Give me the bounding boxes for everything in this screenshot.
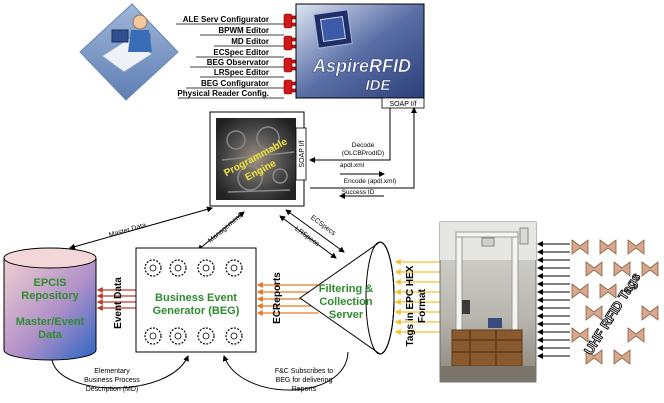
- label-master-data: Master Data: [108, 222, 147, 239]
- business-event-generator: Business Event Generator (BEG): [135, 247, 257, 353]
- epcis-line2: Repository: [21, 290, 79, 302]
- filtering-collection-server: Filtering & Collection Server: [299, 241, 395, 355]
- ide-soap-label: SOAP I/f: [389, 101, 416, 108]
- epcis-line4: Data: [38, 329, 63, 341]
- engine-downstream-flows: [69, 206, 345, 259]
- beg-line2: Generator (BEG): [153, 305, 240, 317]
- label-event-data: Event Data: [113, 277, 124, 329]
- beg-line1: Business Event: [155, 292, 237, 304]
- label-encode: Encode (apdl.xml): [344, 178, 396, 185]
- uhf-rfid-tag-icons: [571, 239, 659, 365]
- aspirerfid-ide-box: AspireRFID IDE SOAP I/f: [295, 3, 425, 109]
- fc-line1: Filtering &: [319, 283, 373, 295]
- tool-beg-observator[interactable]: BEG Observator: [207, 58, 269, 67]
- label-success-id: Success ID: [342, 189, 375, 196]
- epcis-line1: EPCIS: [33, 277, 66, 289]
- label-management: Management: [207, 213, 243, 245]
- ide-brand-sub: IDE: [365, 77, 391, 94]
- tool-lrspec-editor[interactable]: LRSpec Editor: [214, 68, 269, 77]
- tool-md-editor[interactable]: MD Editor: [231, 37, 269, 46]
- fc-line3: Server: [329, 309, 364, 321]
- label-lrspecs: LRSpecs: [293, 226, 320, 249]
- ide-tool-list: ALE Serv Configurator BPWM Editor MD Edi…: [176, 15, 284, 99]
- tag-read-arrows: [537, 241, 570, 359]
- label-decode-line1: Decode: [352, 142, 375, 149]
- tag-data-arrows: [394, 259, 440, 335]
- label-ecreports: ECReports: [272, 272, 283, 324]
- programmable-engine: Programmable Engine SOAP I/f: [209, 111, 307, 207]
- engine-ide-flows: [309, 107, 417, 199]
- label-tags-line2: Format: [417, 288, 428, 323]
- label-tags-line1: Tags in EPC HEX: [405, 265, 416, 346]
- fc-line2: Collection: [319, 296, 372, 308]
- gear-icon-group: [144, 259, 243, 345]
- event-data-arrows: [96, 287, 136, 311]
- label-fc-line3: Reports: [292, 386, 317, 393]
- tool-bpwm-editor[interactable]: BPWM Editor: [218, 26, 269, 35]
- plugin-connectors: [283, 13, 298, 95]
- rfid-portal-photo: [439, 221, 537, 383]
- epcis-repository: EPCIS Repository Master/Event Data: [3, 247, 97, 361]
- tool-ale-serv-configurator[interactable]: ALE Serv Configurator: [183, 15, 269, 24]
- label-fc-line1: F&C Subscribes to: [275, 368, 333, 375]
- engine-soap-label: SOAP I/f: [299, 140, 306, 167]
- label-decode-line2: (OLCBProdID): [342, 150, 384, 157]
- label-md-line2: Business Process: [84, 377, 140, 384]
- label-fc-line2: BEG for delivering: [276, 377, 333, 384]
- label-md-line1: Elementary: [94, 368, 130, 375]
- label-md-line3: Description (MD): [86, 386, 139, 393]
- bottom-curved-flows: [51, 351, 349, 391]
- label-ecspecs: ECSpecs: [309, 214, 337, 237]
- ide-user-illustration: [79, 3, 179, 101]
- tool-beg-configurator[interactable]: BEG Configurator: [201, 79, 269, 88]
- label-apdl-xml: apdl.xml: [340, 162, 365, 169]
- ide-brand-name: AspireRFID: [312, 56, 411, 76]
- epcis-line3: Master/Event: [16, 316, 85, 328]
- tool-ecspec-editor[interactable]: ECSpec Editor: [213, 48, 269, 57]
- tool-physical-reader-config[interactable]: Physical Reader Config.: [177, 89, 269, 98]
